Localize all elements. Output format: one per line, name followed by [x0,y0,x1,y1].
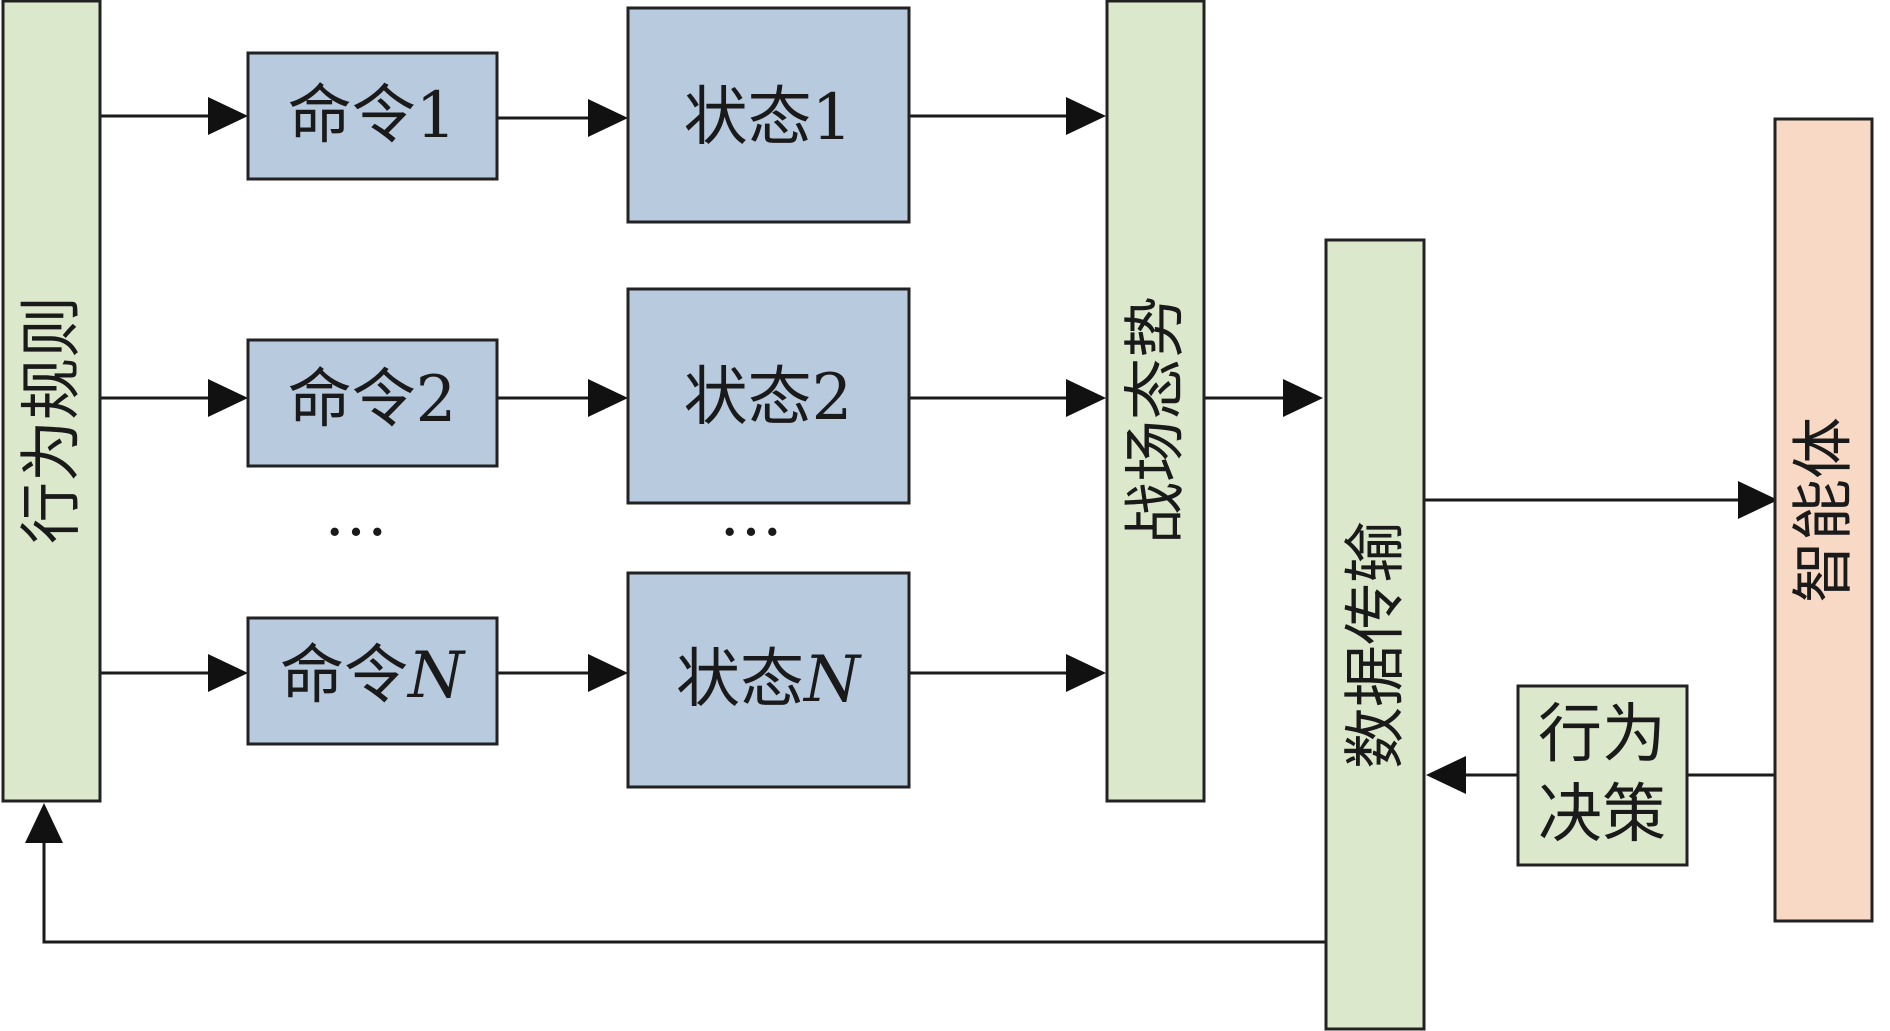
data-transmission-label: 数据传输 [1339,521,1412,769]
behavior-rules-box [1,0,102,803]
arrowhead-state-1 [588,99,628,137]
commands-ellipsis: … [324,477,388,551]
state-1-label: 状态1 [684,81,853,155]
agent-box [1773,117,1874,923]
command-1-box [246,51,499,181]
arrowhead-command-2 [208,379,248,417]
state-1-box [626,6,911,224]
command-n-box [246,616,499,746]
battlefield-situation-box [1105,0,1206,803]
arrowhead-command-n [208,654,248,692]
command-2-label: 命令2 [288,363,457,437]
arrowhead-agent [1738,481,1778,519]
arrowhead-battlefield-1 [1066,97,1106,135]
behavior-decision-box [1516,684,1689,867]
command-1-label: 命令1 [288,79,457,153]
data-transmission-box [1324,238,1426,1031]
behavior-decision-label-line1: 行为 [1538,698,1666,772]
state-n-box [626,571,911,789]
behavior-rules-label: 行为规则 [15,296,88,544]
arrowhead-transmission [1283,379,1323,417]
arrowhead-state-2 [588,379,628,417]
arrowhead-feedback [25,803,63,843]
arrowhead-battlefield-2 [1066,379,1106,417]
state-2-label: 状态2 [684,361,853,435]
edge-feedback-loop [42,840,1326,944]
behavior-decision-label-line2: 决策 [1538,778,1666,852]
arrowhead-battlefield-n [1066,654,1106,692]
state-n-label: 状态N [676,643,862,717]
arrowhead-decision-to-transmission [1426,756,1466,794]
agent-label: 智能体 [1787,417,1860,603]
battlefield-situation-label: 战场态势 [1119,296,1192,544]
arrowhead-command-1 [208,97,248,135]
arrowhead-state-n [588,654,628,692]
state-2-box [626,287,911,505]
command-2-box [246,338,499,468]
command-n-label: 命令N [280,639,466,713]
